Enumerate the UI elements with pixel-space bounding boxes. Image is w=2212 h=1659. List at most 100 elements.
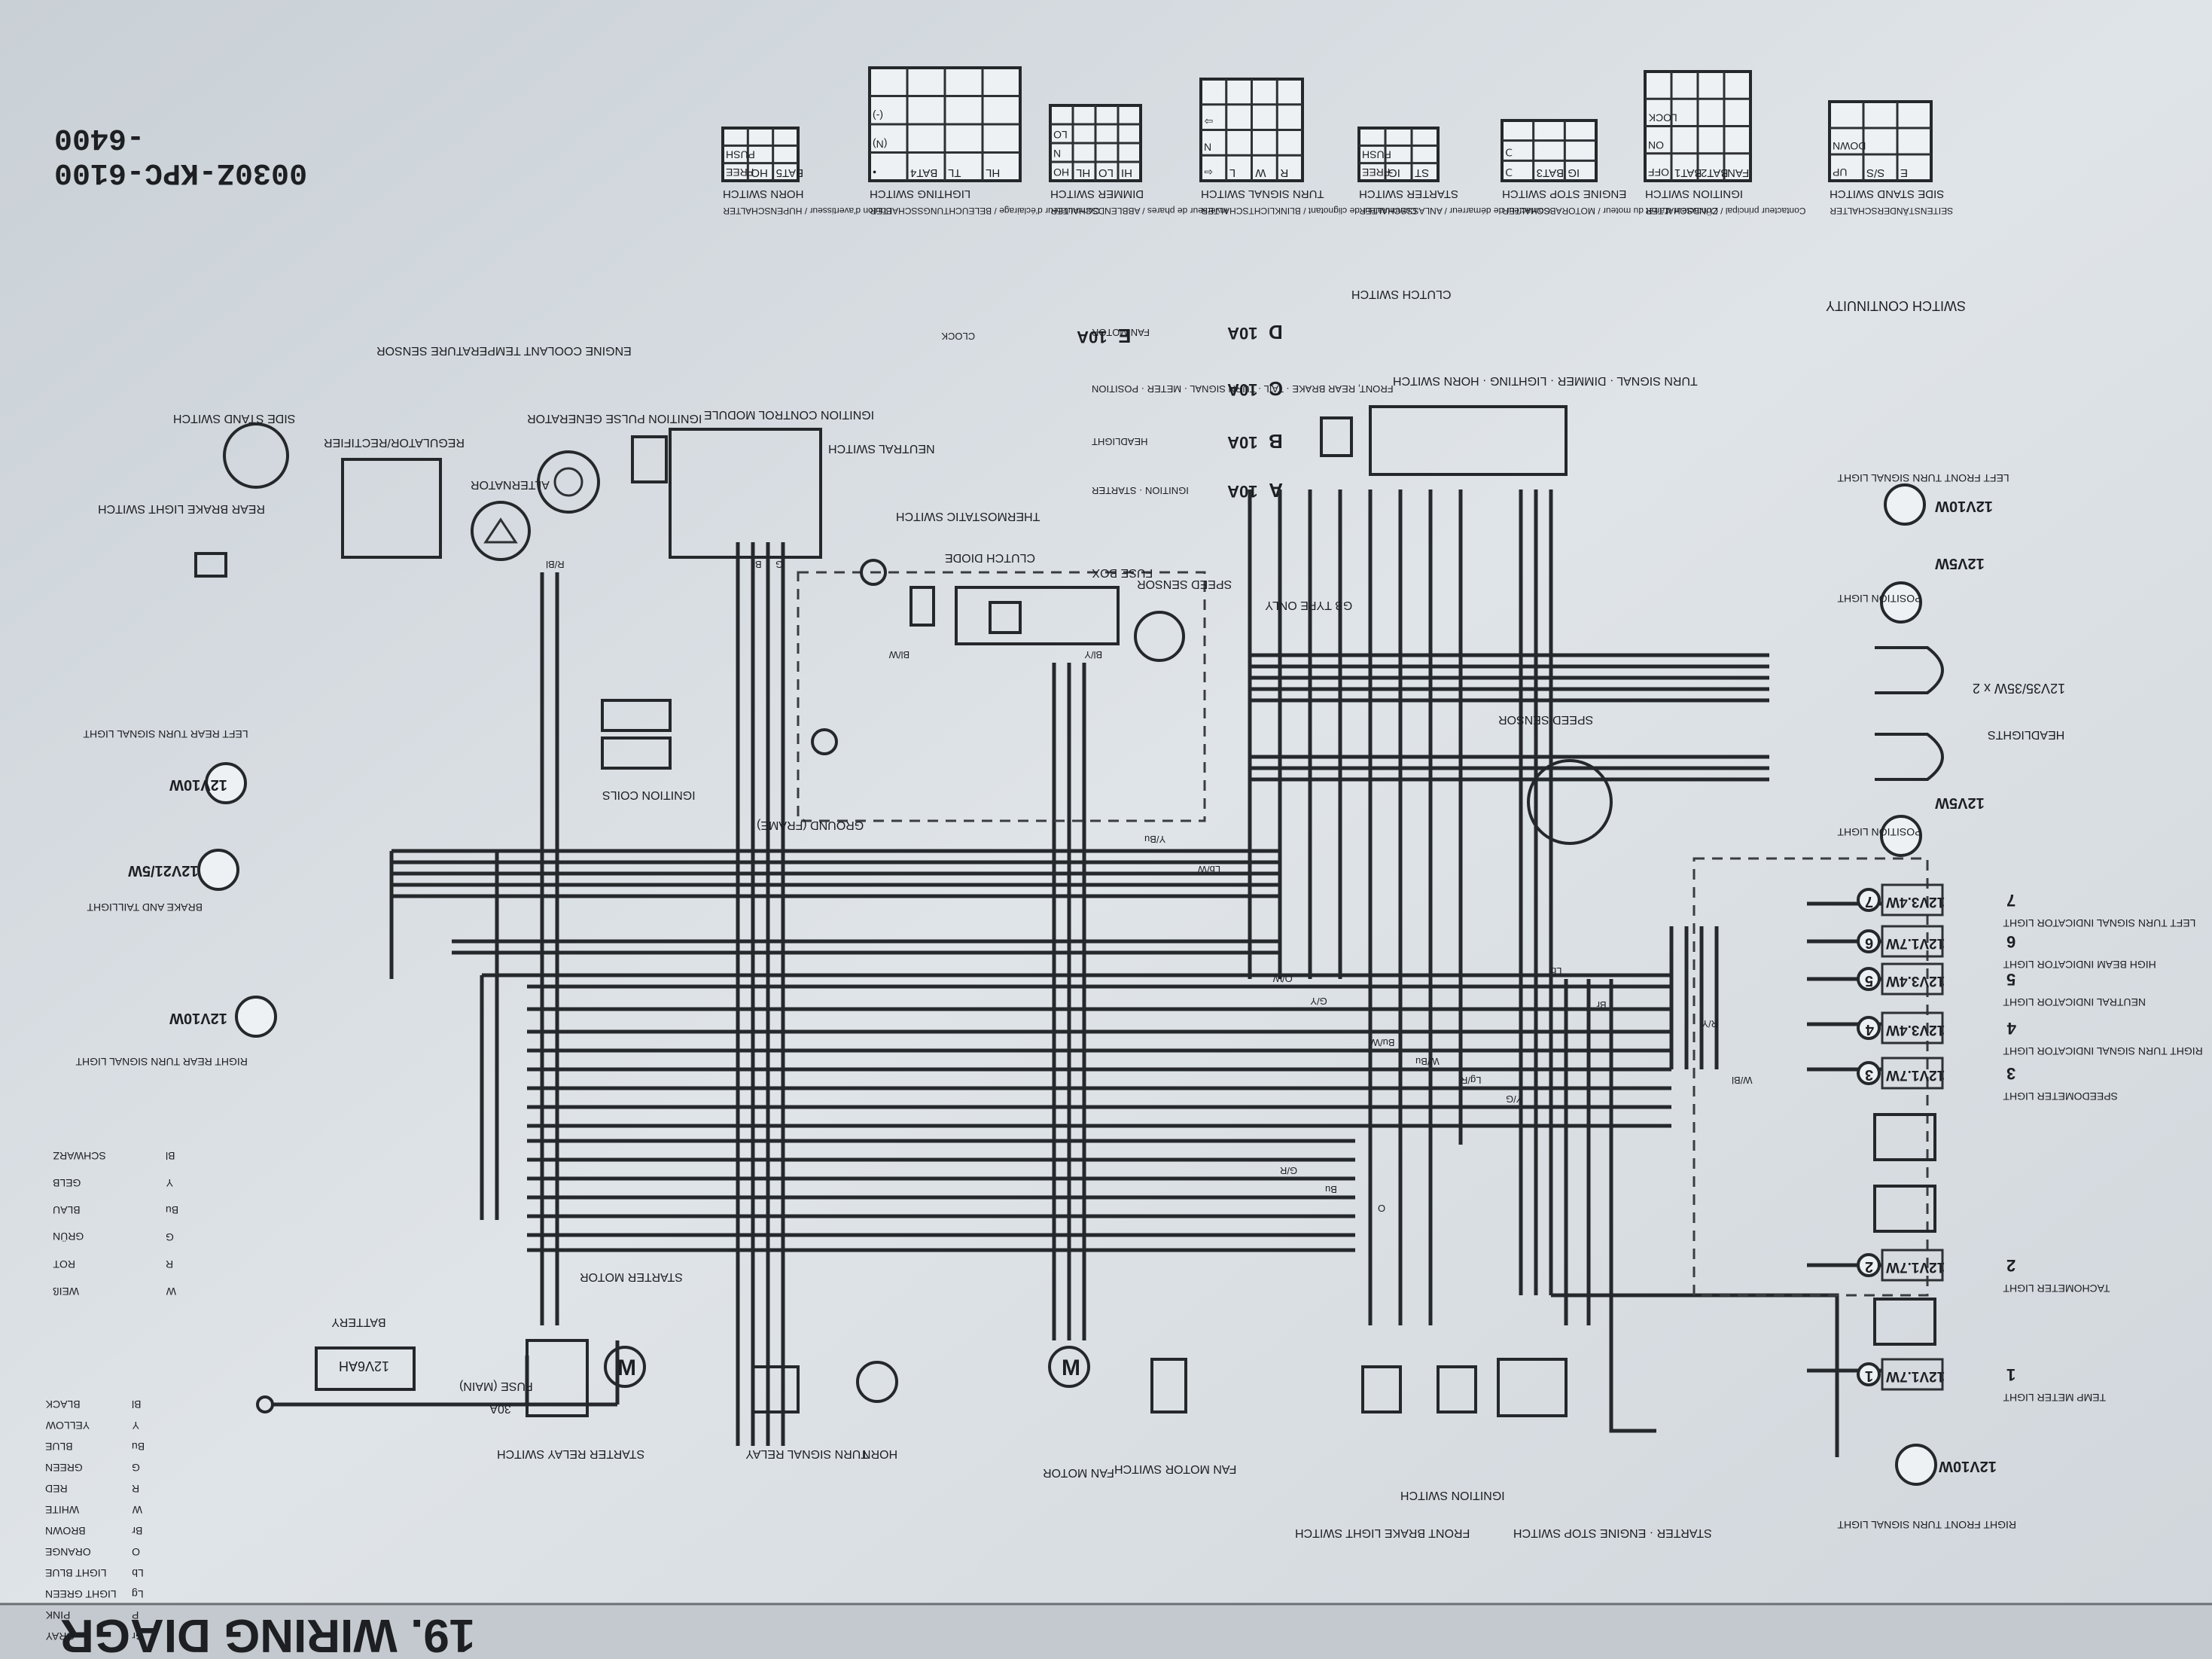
bulb-left_rear_turn-rating: 12V10W — [169, 776, 227, 793]
svg-text:FAN MOTOR: FAN MOTOR — [1043, 1466, 1114, 1479]
legend-name: LIGHT BLUE — [45, 1567, 106, 1579]
indicator-4-name: RIGHT TURN SIGNAL INDICATOR LIGHT — [2003, 1045, 2203, 1057]
svg-text:PINK: PINK — [45, 1609, 70, 1621]
svg-text:Gr: Gr — [132, 1630, 144, 1642]
legend-code: Lg — [132, 1588, 144, 1600]
legend-name-de: WEIß — [53, 1285, 79, 1298]
icm-label: IGNITION CONTROL MODULE — [704, 408, 874, 421]
svg-text:SWITCH CONTINUITY: SWITCH CONTINUITY — [1826, 298, 1966, 313]
ground-symbol — [811, 728, 838, 755]
svg-text:HORN SWITCH: HORN SWITCH — [723, 188, 804, 200]
switch-side_stand-subname: SEITENSTÄNDERSCHALTER — [1830, 206, 1953, 216]
alternator-label: ALTERNATOR — [471, 478, 550, 491]
legend-name-de: GELB — [53, 1177, 81, 1189]
svg-text:GELB: GELB — [53, 1177, 81, 1189]
svg-text:Br: Br — [1596, 999, 1607, 1011]
svg-text:12V6AH: 12V6AH — [339, 1359, 389, 1374]
switch-horn-row-1: PUSH — [726, 149, 755, 161]
svg-text:W/Bu: W/Bu — [1415, 1056, 1440, 1067]
fuse-rating-C: 10A — [1227, 380, 1257, 399]
svg-text:Lg: Lg — [132, 1588, 144, 1600]
switch-ignition-col-2: FAN — [1727, 166, 1749, 179]
svg-text:12V3.4W: 12V3.4W — [1886, 1022, 1945, 1038]
starter-motor-label: STARTER MOTOR — [580, 1270, 683, 1283]
svg-text:WEIß: WEIß — [53, 1285, 79, 1298]
svg-text:10A: 10A — [1077, 328, 1107, 346]
gb-type-label: GB TYPE ONLY — [1265, 599, 1352, 611]
svg-text:OFF: OFF — [1648, 166, 1669, 178]
bulb-left_rear_turn-icon — [205, 762, 247, 804]
alternator-symbol — [471, 501, 531, 561]
legend-code-de: G — [166, 1231, 174, 1243]
switch-engine_stop-row-0: Ↄ — [1505, 166, 1513, 178]
legend-code: O — [132, 1546, 140, 1558]
legend-name: BLUE — [45, 1441, 73, 1453]
svg-text:TL: TL — [948, 166, 961, 179]
indicator-1-rating: 12V1.7W — [1886, 1368, 1945, 1384]
svg-text:CLUTCH SWITCH: CLUTCH SWITCH — [1351, 288, 1451, 300]
svg-text:R/Bl: R/Bl — [546, 559, 565, 570]
fuse-circuits-D: FAN MOTOR — [1092, 327, 1150, 338]
svg-text:HIGH BEAM INDICATOR LIGHT: HIGH BEAM INDICATOR LIGHT — [2003, 959, 2156, 971]
side-stand-switch — [223, 422, 289, 489]
svg-text:LO: LO — [1098, 166, 1114, 179]
indicator-3-ref: 3 — [2006, 1064, 2015, 1083]
switch-side_stand-row-1: DOWN — [1833, 140, 1866, 152]
svg-text:LEFT FRONT TURN SIGNAL LIGHT: LEFT FRONT TURN SIGNAL LIGHT — [1837, 472, 2009, 484]
legend-code: Y — [132, 1420, 139, 1432]
switch-starter-col-0: IG — [1388, 166, 1400, 179]
combination-switch-label: TURN SIGNAL · DIMMER · LIGHTING · HORN S… — [1393, 374, 1698, 387]
svg-text:PUSH: PUSH — [1362, 149, 1391, 161]
switch-turn-subname: Commutateur de clignotant / BLINKLICHTSC… — [1201, 206, 1417, 216]
svg-text:Y/G: Y/G — [1506, 1093, 1522, 1105]
indicator-7-icon — [1857, 888, 1881, 912]
svg-text:HEADLIGHT: HEADLIGHT — [1092, 436, 1147, 447]
switch-ignition-subname: Contacteur principal / ZÜNDSCHALTER — [1645, 206, 1806, 216]
bulb-brake_tail-rating: 12V21/5W — [128, 862, 199, 879]
svg-text:S/S: S/S — [1866, 166, 1884, 179]
switch-lighting-name: LIGHTING SWITCH — [870, 188, 970, 200]
svg-text:W/Bl: W/Bl — [1732, 1075, 1753, 1086]
indicator-4-num: 4 — [1865, 1021, 1874, 1038]
svg-text:12V10W: 12V10W — [169, 776, 227, 793]
indicator-4-rating: 12V3.4W — [1886, 1022, 1945, 1038]
fuse-rating-D: 10A — [1227, 324, 1257, 343]
starter-engine-stop-switch — [1497, 1358, 1568, 1417]
indicator-5-num: 5 — [1865, 972, 1873, 989]
horn-label: HORN — [862, 1447, 897, 1460]
svg-text:CLOCK: CLOCK — [941, 331, 975, 342]
switch-ignition-row-0: OFF — [1648, 166, 1669, 178]
bulb-left_front_turn-name: LEFT FRONT TURN SIGNAL LIGHT — [1837, 472, 2009, 484]
svg-text:Commutateur de clignotant / BL: Commutateur de clignotant / BLINKLICHTSC… — [1201, 206, 1417, 216]
svg-text:HL: HL — [986, 166, 1000, 179]
speed-sensor — [1134, 611, 1185, 662]
svg-text:FAN MOTOR SWITCH: FAN MOTOR SWITCH — [1114, 1462, 1236, 1475]
indicator-7-ref: 7 — [2006, 891, 2015, 910]
svg-text:⇨: ⇨ — [1204, 116, 1213, 128]
wire-code-label: Bl — [753, 559, 762, 570]
indicator-1-icon — [1857, 1362, 1881, 1386]
fuse-rating-E: 10A — [1077, 328, 1107, 346]
fuse-circuits-B: HEADLIGHT — [1092, 436, 1147, 447]
regulator-label: REGULATOR/RECTIFIER — [324, 436, 465, 449]
svg-text:1: 1 — [1865, 1368, 1873, 1384]
wire-code-label: Bu — [1325, 1184, 1337, 1195]
turn-signal-relay — [751, 1365, 800, 1414]
svg-text:IGNITION COILS: IGNITION COILS — [602, 788, 696, 801]
svg-text:FUSE BOX: FUSE BOX — [1092, 566, 1153, 579]
bulb-right_rear_turn-icon — [235, 996, 277, 1038]
switch-turn-row-1: N — [1204, 141, 1211, 153]
coolant-temp-sensor — [631, 435, 668, 483]
svg-text:THERMOSTATIC SWITCH: THERMOSTATIC SWITCH — [896, 510, 1040, 523]
